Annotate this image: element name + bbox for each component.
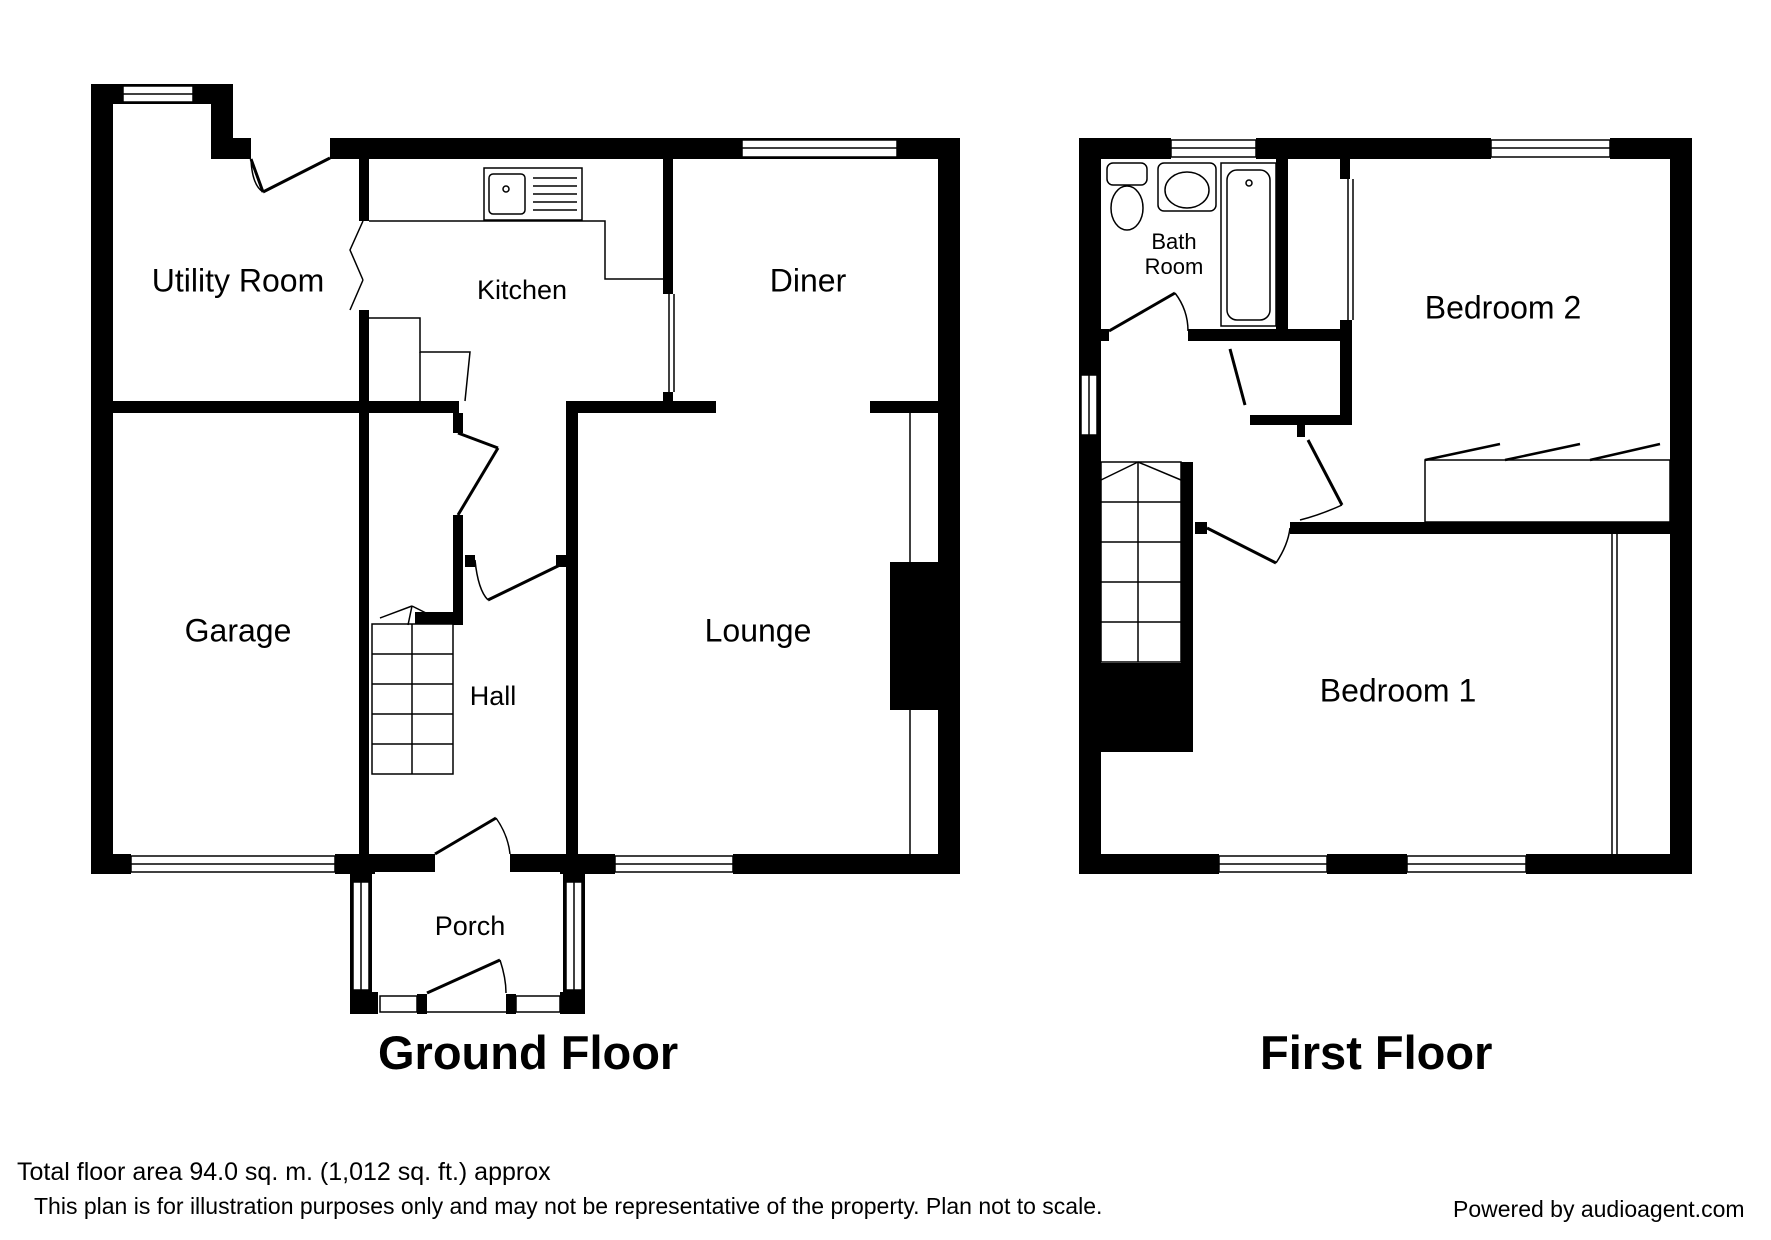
ground-floor-windows	[122, 85, 898, 1013]
wall	[1340, 320, 1352, 425]
wall	[510, 854, 560, 872]
wall	[560, 992, 585, 1014]
door	[1299, 439, 1344, 521]
ground-floor-plan	[91, 84, 960, 1014]
wall	[1079, 138, 1171, 159]
wall	[663, 392, 673, 404]
wall	[663, 159, 673, 294]
wall	[453, 413, 463, 433]
room-label-garage: Garage	[185, 612, 292, 648]
ground-floor-labels: Utility Room Kitchen Diner Garage Lounge…	[152, 262, 847, 941]
wall	[211, 138, 251, 159]
room-label-kitchen: Kitchen	[477, 275, 567, 305]
sink	[483, 167, 583, 221]
bath-tub	[1220, 162, 1277, 327]
door	[1108, 291, 1189, 333]
window	[515, 995, 561, 1013]
first-floor-title: First Floor	[1260, 1026, 1493, 1079]
wall	[415, 612, 463, 624]
wall	[453, 515, 463, 625]
wall	[91, 84, 113, 874]
door	[349, 220, 364, 311]
wall	[1526, 854, 1692, 874]
total-floor-area: Total floor area 94.0 sq. m. (1,012 sq. …	[17, 1158, 551, 1186]
door	[474, 559, 561, 602]
staircase	[1100, 461, 1182, 663]
wall	[1195, 522, 1207, 534]
door	[456, 431, 500, 516]
room-label-bath-2: Room	[1145, 254, 1204, 279]
room-label-bedroom-2: Bedroom 2	[1425, 289, 1582, 325]
room-label-hall: Hall	[470, 681, 517, 711]
staircase	[371, 605, 454, 775]
wall	[1101, 329, 1109, 341]
wall	[1188, 329, 1342, 341]
room-label-bedroom-1: Bedroom 1	[1320, 672, 1477, 708]
wall	[1670, 138, 1692, 874]
wall	[335, 854, 375, 874]
room-label-lounge: Lounge	[705, 612, 812, 648]
wall	[1250, 415, 1352, 425]
wall	[417, 994, 427, 1014]
room-label-utility: Utility Room	[152, 262, 324, 298]
wall	[556, 555, 566, 567]
wall	[1079, 138, 1101, 874]
wall	[375, 854, 435, 872]
door	[1228, 348, 1247, 406]
door	[434, 816, 511, 856]
ground-floor-fittings	[249, 156, 911, 995]
powered-by-credit: Powered by audioagent.com	[1453, 1196, 1745, 1222]
wardrobe	[1424, 459, 1671, 523]
wall	[465, 555, 475, 567]
wall	[350, 992, 378, 1014]
door	[426, 958, 507, 995]
wall	[1276, 159, 1288, 331]
chimney-breast	[890, 562, 938, 710]
wall	[113, 401, 363, 413]
wall	[1327, 854, 1407, 874]
first-floor-windows	[1080, 139, 1611, 873]
toilet-cistern	[1106, 162, 1148, 186]
wall	[560, 854, 615, 874]
first-floor-fittings	[1100, 162, 1671, 854]
wall	[566, 401, 716, 413]
wall	[506, 994, 516, 1014]
wall	[1256, 138, 1491, 159]
room-label-diner: Diner	[770, 262, 847, 298]
first-floor-plan	[1079, 138, 1692, 874]
wall	[1079, 854, 1219, 874]
wall	[870, 401, 940, 413]
wall	[359, 310, 369, 854]
wall	[1297, 425, 1305, 437]
door	[249, 156, 331, 194]
disclaimer: This plan is for illustration purposes o…	[34, 1193, 1103, 1219]
door	[1206, 526, 1291, 565]
toilet-icon	[1110, 185, 1144, 231]
room-label-porch: Porch	[435, 911, 506, 941]
wall	[369, 401, 459, 413]
wall	[91, 854, 131, 874]
wall	[359, 159, 369, 221]
basin	[1157, 162, 1217, 212]
ground-floor-title: Ground Floor	[378, 1026, 679, 1079]
first-floor-labels: Bath Room Bedroom 2 Bedroom 1	[1145, 229, 1582, 709]
wall	[1290, 522, 1692, 534]
wall	[1340, 159, 1350, 179]
block	[1101, 663, 1193, 752]
wall	[566, 401, 578, 854]
wall	[733, 854, 960, 874]
wall	[938, 138, 960, 874]
room-label-bath-1: Bath	[1151, 229, 1196, 254]
window	[379, 995, 418, 1013]
